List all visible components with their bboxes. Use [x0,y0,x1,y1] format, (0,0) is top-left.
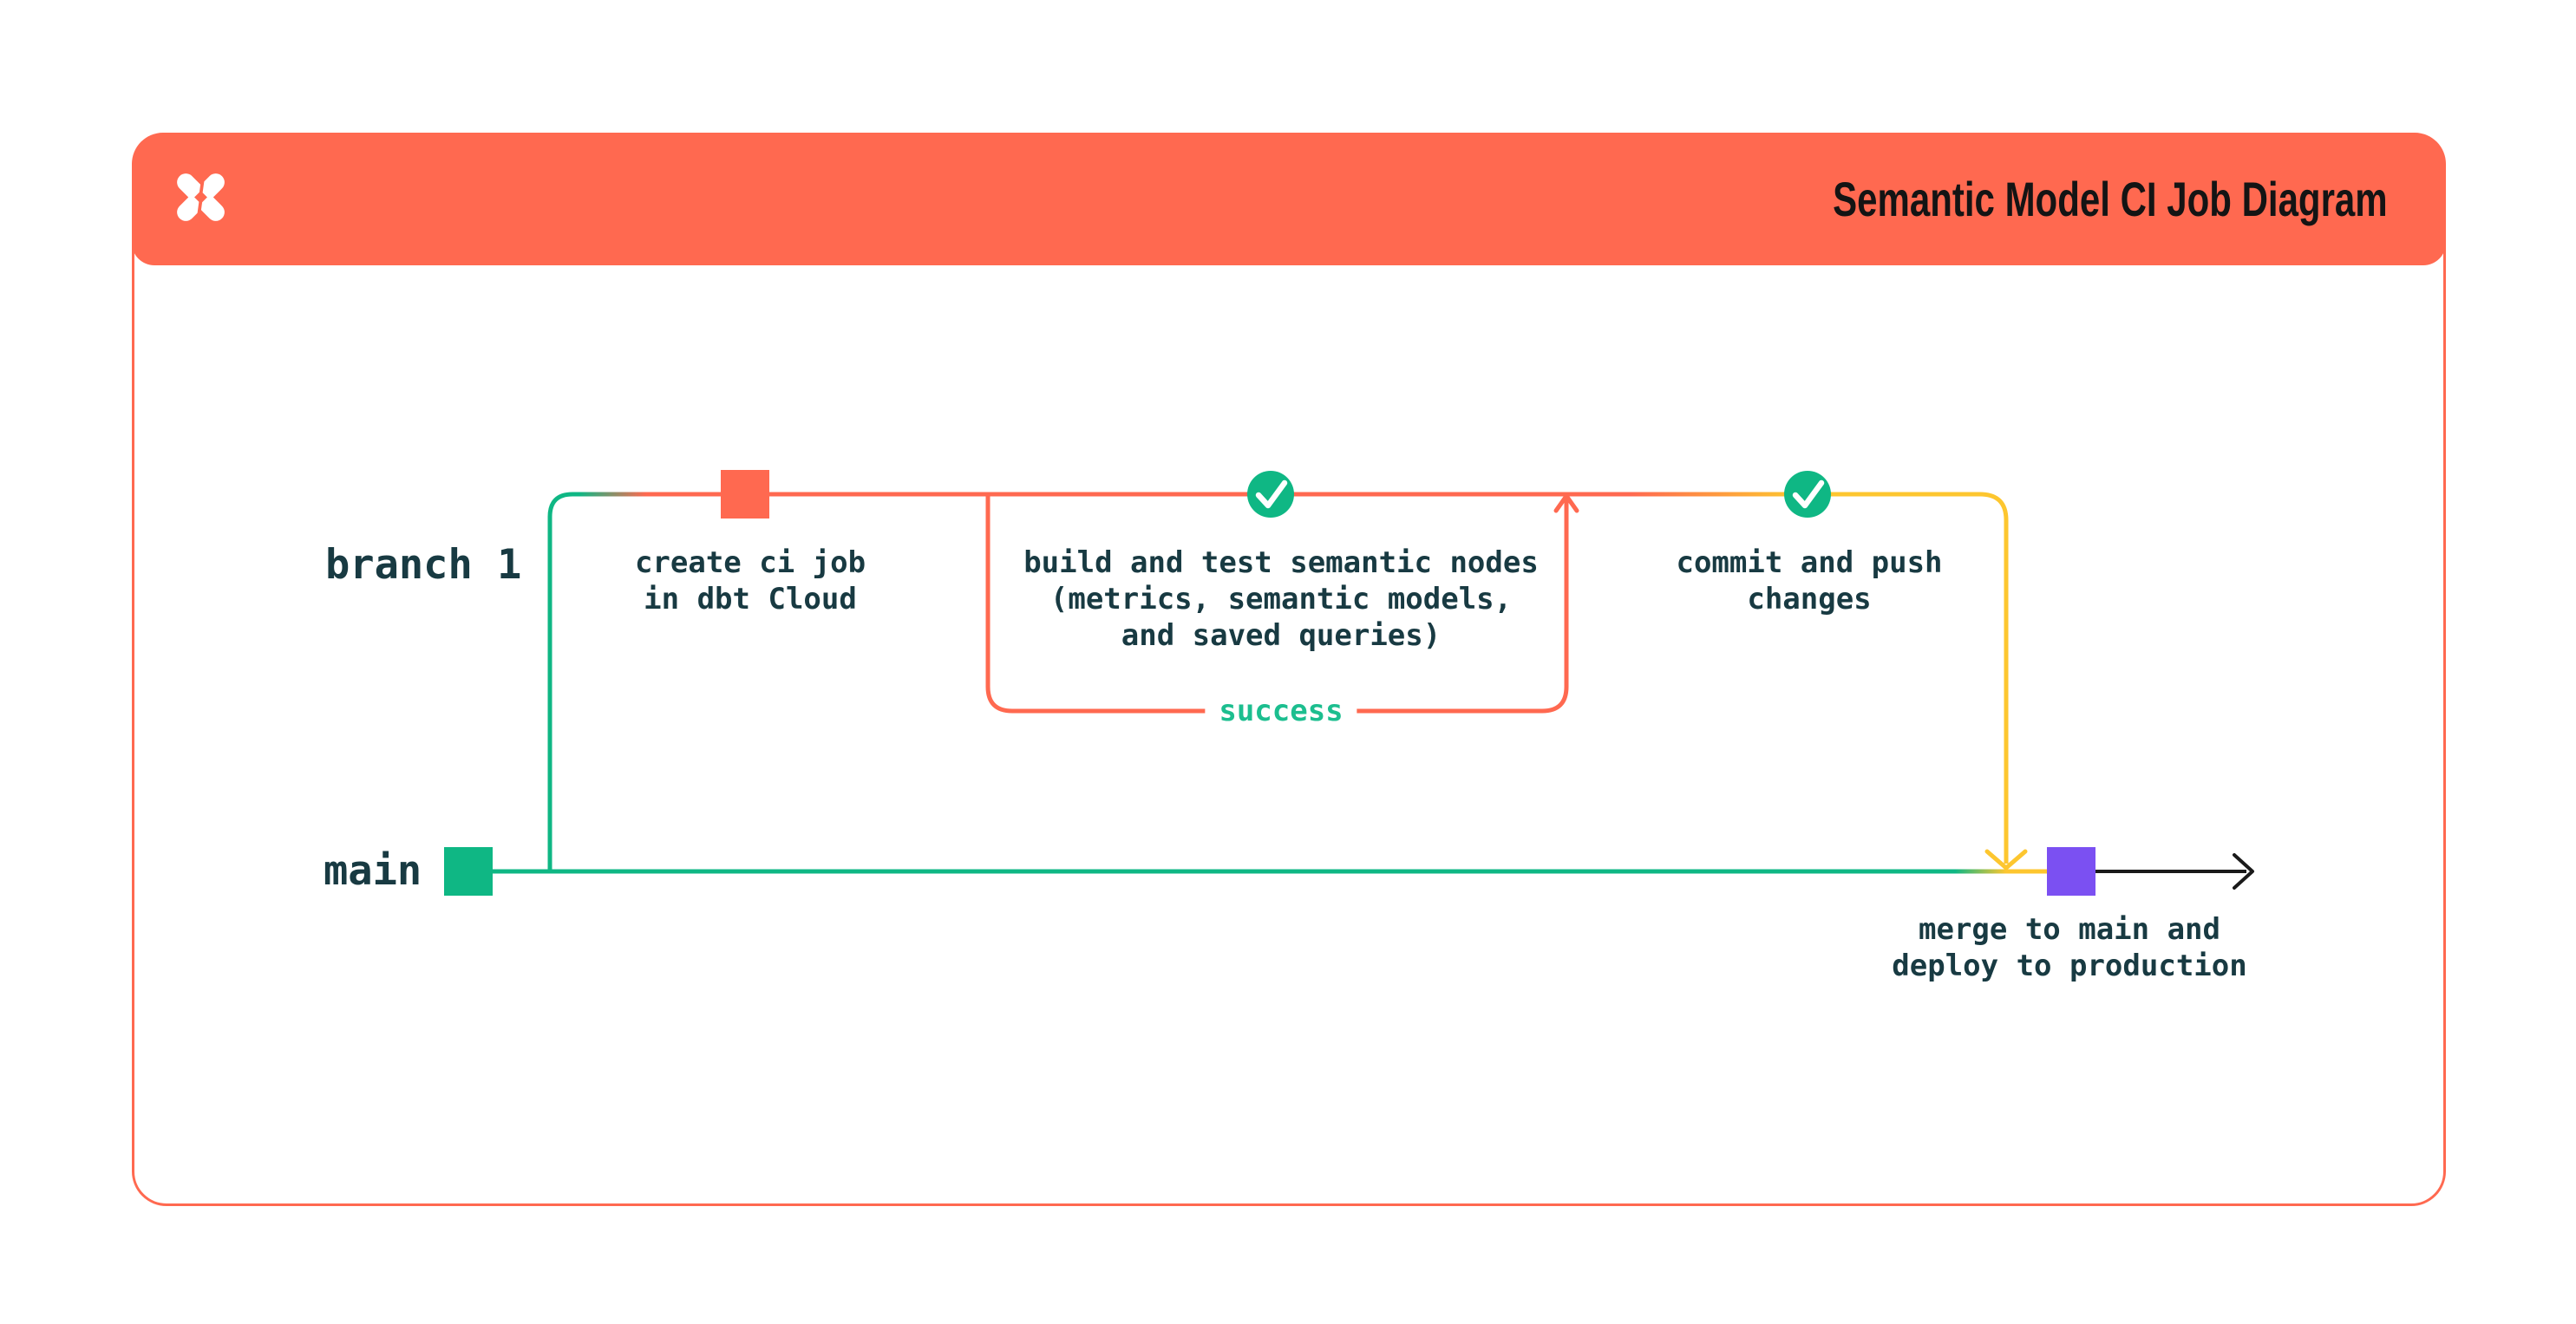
check-icon [1247,471,1294,518]
commit-node-merge [2047,847,2095,896]
merge-down-arrowhead [1984,849,2028,871]
commit-node-main-start [444,847,493,896]
check-icon [1784,471,1831,518]
diagram-title: Semantic Model CI Job Diagram [1833,172,2388,226]
card-header: Semantic Model CI Job Diagram [132,133,2446,265]
commit-node-create-ci [721,470,769,519]
dbt-logo-icon [177,168,225,226]
retry-up-arrowhead [1553,493,1579,513]
diagram-card: Semantic Model CI Job Diagram [132,133,2446,1206]
caption-create-ci-job: create ci job in dbt Cloud [634,545,866,616]
main-label: main [324,847,422,895]
success-label: success [1205,693,1357,729]
caption-merge-deploy: merge to main and deploy to production [1892,912,2247,983]
caption-build-test-semantic-nodes: build and test semantic nodes (metrics, … [1023,545,1539,653]
caption-commit-push-changes: commit and push changes [1676,545,1943,616]
production-right-arrowhead [2233,853,2254,890]
branch1-label: branch 1 [325,541,522,589]
